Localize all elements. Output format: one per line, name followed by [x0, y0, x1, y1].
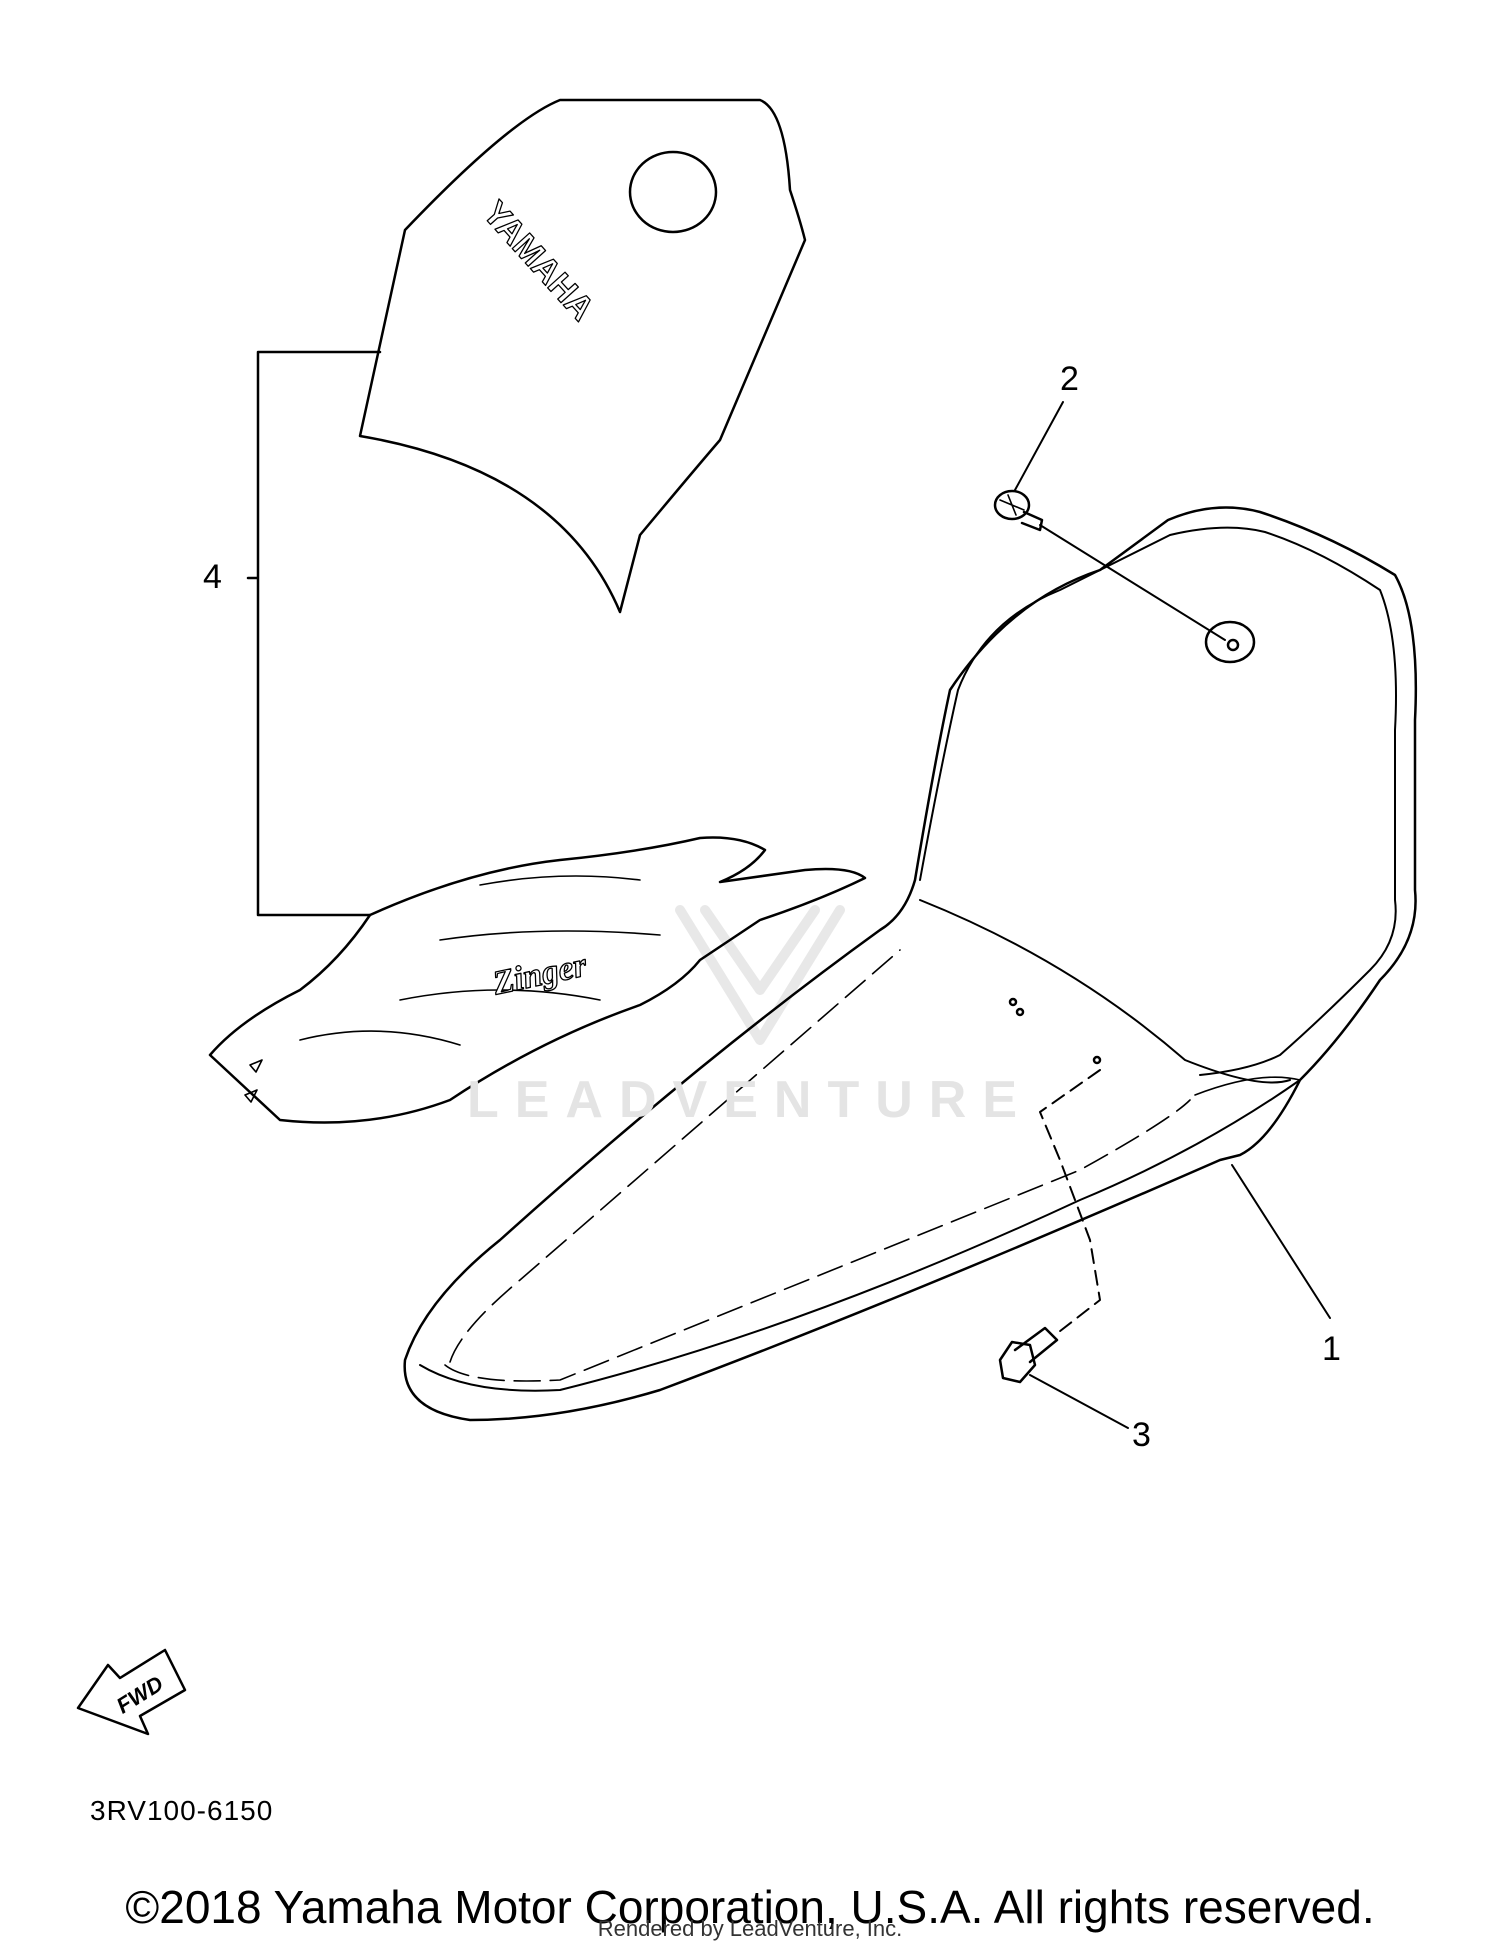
- callout-leader-3: [1029, 1374, 1129, 1429]
- callout-leader-2: [1014, 401, 1064, 491]
- copyright-notice: ©2018 Yamaha Motor Corporation, U.S.A. A…: [125, 1881, 1375, 1933]
- bolt-guide-line: [1039, 1069, 1101, 1336]
- filler-cap-hole: [628, 150, 718, 234]
- watermark-logo-icon: [675, 905, 845, 1045]
- bolt-3: [998, 1326, 1059, 1384]
- watermark-text: LEADVENTURE: [466, 1071, 1034, 1129]
- screw-2-leader: [1039, 524, 1226, 641]
- callout-3: 3: [1132, 1416, 1151, 1454]
- callout-bracket-4: [246, 350, 382, 917]
- seat-mount-boss: [1204, 620, 1256, 664]
- tank-decal: YAMAHA: [358, 98, 807, 614]
- callout-2: 2: [1060, 360, 1079, 398]
- fwd-arrow-icon: FWD: [76, 1648, 187, 1736]
- tank-logo-text: YAMAHA: [475, 194, 601, 328]
- side-graphic-text: Zinger: [489, 946, 591, 1002]
- callout-1: 1: [1322, 1330, 1341, 1368]
- seat: [403, 506, 1418, 1422]
- callout-4: 4: [203, 558, 222, 596]
- callout-leader-1: [1231, 1164, 1331, 1319]
- part-code: 3RV100-6150: [90, 1795, 274, 1826]
- screw-2: [993, 489, 1044, 532]
- rendered-by-notice: Rendered by LeadVenture, Inc.: [597, 1916, 903, 1941]
